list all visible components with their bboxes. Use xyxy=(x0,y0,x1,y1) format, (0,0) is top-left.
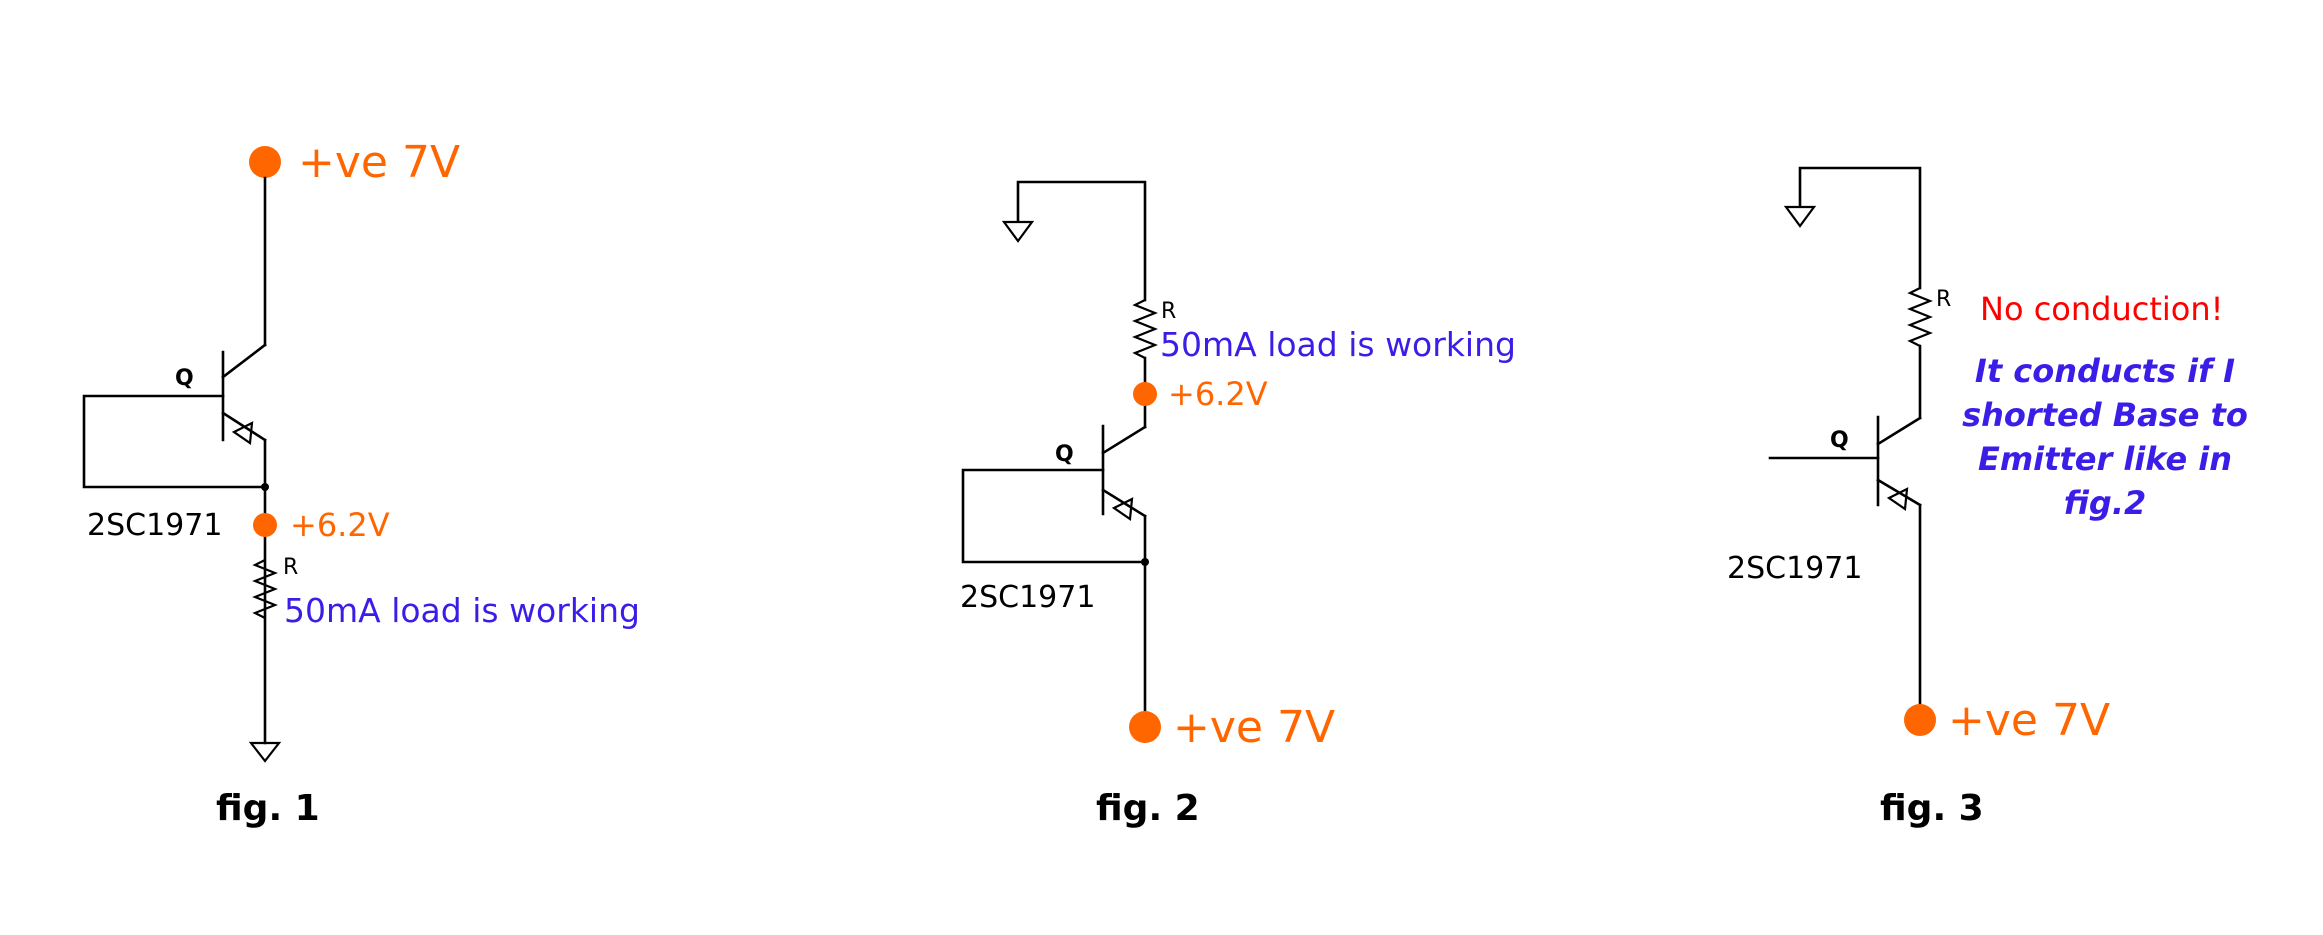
fig3-warning: No conduction! xyxy=(1980,290,2223,328)
fig1-base-emitter-short xyxy=(82,394,267,489)
fig1-resistor-label: R xyxy=(283,555,298,580)
fig2-circuit: R 50mA load is working +6.2V +ve 7V Q 2S… xyxy=(960,180,1516,829)
fig2-transistor-label: Q xyxy=(1055,442,1074,467)
fig3-note-line: shorted Base to xyxy=(1962,396,2248,434)
fig1-node-voltage: +6.2V xyxy=(290,506,390,544)
fig3-note-line: It conducts if I xyxy=(1975,352,2235,390)
fig3-supply-terminal xyxy=(1904,704,1936,736)
fig1-supply-label: +ve 7V xyxy=(298,137,460,188)
fig1-collector-leg xyxy=(221,343,267,379)
fig1-circuit: +ve 7V +6.2V R Q 2SC1971 50mA load is wo… xyxy=(82,137,640,829)
fig2-resistor-label: R xyxy=(1161,299,1176,324)
fig3-transistor-label: Q xyxy=(1830,428,1849,453)
fig1-part-number: 2SC1971 xyxy=(87,508,222,543)
fig2-supply-label: +ve 7V xyxy=(1173,702,1335,753)
fig2-node-voltage: +6.2V xyxy=(1168,375,1268,413)
fig2-top-wire xyxy=(1016,180,1147,302)
fig3-emitter-arrow-icon xyxy=(1886,487,1909,511)
fig1-node-terminal xyxy=(253,513,277,537)
fig1-emitter-arrow-icon xyxy=(231,421,254,445)
fig2-caption: fig. 2 xyxy=(1096,788,1200,829)
fig2-ground-icon xyxy=(1001,220,1035,243)
fig2-junction-dot xyxy=(1141,558,1149,566)
fig3-circuit: R +ve 7V Q 2SC1971 No conduction! It con… xyxy=(1727,166,2248,829)
fig3-part-number: 2SC1971 xyxy=(1727,551,1862,586)
fig1-supply-terminal xyxy=(249,146,281,178)
fig2-node-terminal xyxy=(1133,382,1157,406)
fig2-resistor xyxy=(1132,299,1158,359)
fig3-collector-leg xyxy=(1876,416,1922,446)
fig1-load-note: 50mA load is working xyxy=(284,591,640,630)
fig1-ground-icon xyxy=(248,741,282,763)
fig3-resistor-label: R xyxy=(1936,287,1951,312)
fig2-collector-leg xyxy=(1101,425,1147,455)
fig2-base-emitter-short xyxy=(961,468,1147,564)
fig1-transistor-label: Q xyxy=(175,366,194,391)
fig3-supply-label: +ve 7V xyxy=(1948,695,2110,746)
fig1-junction-dot xyxy=(261,483,269,491)
fig3-resistor xyxy=(1907,287,1933,347)
fig2-part-number: 2SC1971 xyxy=(960,580,1095,615)
fig3-caption: fig. 3 xyxy=(1880,788,1984,829)
fig3-top-wire xyxy=(1798,166,1922,290)
fig3-note: It conducts if I shorted Base to Emitter… xyxy=(1962,352,2248,522)
fig2-load-note: 50mA load is working xyxy=(1160,325,1516,364)
fig3-ground-icon xyxy=(1783,205,1817,228)
fig2-emitter-arrow-icon xyxy=(1111,497,1134,521)
fig1-caption: fig. 1 xyxy=(216,788,320,829)
fig3-note-line: fig.2 xyxy=(2064,484,2147,522)
fig2-supply-terminal xyxy=(1129,711,1161,743)
fig3-note-line: Emitter like in xyxy=(1978,440,2232,478)
fig1-resistor xyxy=(252,559,278,619)
